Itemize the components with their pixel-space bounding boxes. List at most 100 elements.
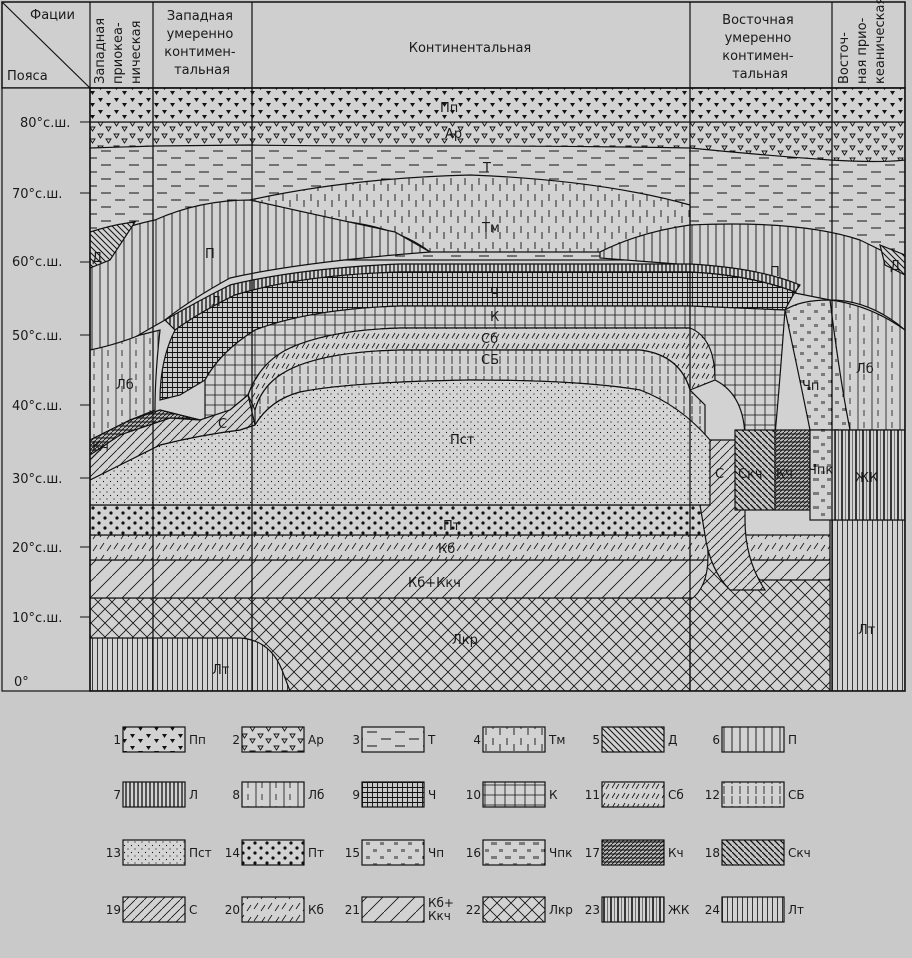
legend-label: ЖК xyxy=(668,903,690,917)
legend-label: Кч xyxy=(668,846,684,860)
legend-swatch xyxy=(122,726,186,753)
legend-swatch xyxy=(122,896,186,923)
legend-number: 13 xyxy=(106,846,121,860)
legend-number: 5 xyxy=(592,733,600,747)
corner-top-label: Фации xyxy=(30,8,75,23)
lat-60: 60°с.ш. xyxy=(12,255,62,270)
header-west-oceanic-2: приокеа- xyxy=(111,22,126,84)
zone-chpk xyxy=(809,429,836,521)
label-lb-east: Лб xyxy=(856,362,874,377)
legend-label: Пт xyxy=(308,846,324,860)
label-lkr: Лкр xyxy=(452,633,478,648)
legend-number: 10 xyxy=(466,788,481,802)
legend-number: 7 xyxy=(113,788,121,802)
legend-swatch xyxy=(482,896,546,923)
label-chp: Чп xyxy=(802,379,819,394)
legend-number: 12 xyxy=(705,788,720,802)
legend-label: Ч xyxy=(428,788,436,802)
legend-number: 23 xyxy=(585,903,600,917)
legend-label: Кб xyxy=(308,903,324,917)
label-s-east: С xyxy=(715,467,724,482)
lat-80: 80°с.ш. xyxy=(20,116,70,131)
legend-label: Лкр xyxy=(549,903,573,917)
plot-frame xyxy=(89,87,906,692)
legend-label: Д xyxy=(668,733,677,747)
label-zhk: ЖК xyxy=(855,471,878,486)
zone-skch xyxy=(734,429,776,511)
label-kch-east: Кч xyxy=(776,467,793,482)
legend-number: 9 xyxy=(352,788,360,802)
label-l: Л xyxy=(211,295,221,310)
label-pst: Пст xyxy=(450,433,475,448)
label-p-east: П xyxy=(770,265,780,280)
legend-swatch xyxy=(241,896,305,923)
legend-label: Чпк xyxy=(549,846,572,860)
header-east-temperate: Восточная умеренно контимен- тальная xyxy=(722,13,798,82)
legend-swatch xyxy=(482,839,546,866)
label-lt-west: Лт xyxy=(212,663,230,678)
legend-swatch xyxy=(361,781,425,808)
legend-swatch xyxy=(361,896,425,923)
label-kch-west: Кч xyxy=(92,440,109,455)
legend-label: Ар xyxy=(308,733,324,747)
legend-swatch xyxy=(361,839,425,866)
header-continental: Континентальная xyxy=(409,41,532,56)
corner-diagonal xyxy=(1,1,91,89)
lat-40: 40°с.ш. xyxy=(12,399,62,414)
header-east-oceanic-3: кеаническая xyxy=(873,0,888,84)
label-lb-west: Лб xyxy=(116,378,134,393)
legend-label: Тм xyxy=(548,733,565,747)
legend-swatch xyxy=(482,726,546,753)
legend-label: С xyxy=(189,903,197,917)
zone-east-s-lobe xyxy=(699,439,767,591)
label-tm: Тм xyxy=(481,221,500,236)
label-ch: Ч xyxy=(490,287,499,302)
latitude-labels: 80°с.ш. 70°с.ш. 60°с.ш. 50°с.ш. 40°с.ш. … xyxy=(12,116,70,690)
label-chpk: Чпк xyxy=(808,463,833,478)
label-pp: Пп xyxy=(440,101,458,116)
legend-number: 16 xyxy=(466,846,481,860)
legend-number: 14 xyxy=(225,846,240,860)
label-k: К xyxy=(490,310,499,325)
zone-areas xyxy=(90,88,905,691)
legend-number: 2 xyxy=(232,733,240,747)
label-ar: Ар xyxy=(445,127,462,142)
zone-chp xyxy=(784,299,851,431)
zone-d-west xyxy=(90,221,137,269)
legend-swatch xyxy=(601,896,665,923)
legend-label: П xyxy=(788,733,797,747)
legend-number: 4 xyxy=(473,733,481,747)
label-pt: Пт xyxy=(443,519,461,534)
zone-kch-west xyxy=(90,409,201,456)
legend-label: Л xyxy=(189,788,198,802)
legend-label: Пп xyxy=(189,733,206,747)
label-lt-east: Лт xyxy=(858,623,876,638)
legend-swatch xyxy=(361,726,425,753)
legend-swatch xyxy=(721,896,785,923)
legend-label: Чп xyxy=(428,846,444,860)
header-west-oceanic: Западная xyxy=(93,18,108,84)
legend-label: Т xyxy=(427,733,436,747)
legend-number: 18 xyxy=(705,846,720,860)
label-kbkkch: Кб+Ккч xyxy=(408,576,461,591)
lat-70: 70°с.ш. xyxy=(12,187,62,202)
legend-swatch xyxy=(241,726,305,753)
legend-swatch xyxy=(721,781,785,808)
legend-number: 24 xyxy=(705,903,720,917)
legend-swatch xyxy=(482,781,546,808)
zone-kch-east xyxy=(774,429,811,511)
label-p-west: П xyxy=(205,247,215,262)
